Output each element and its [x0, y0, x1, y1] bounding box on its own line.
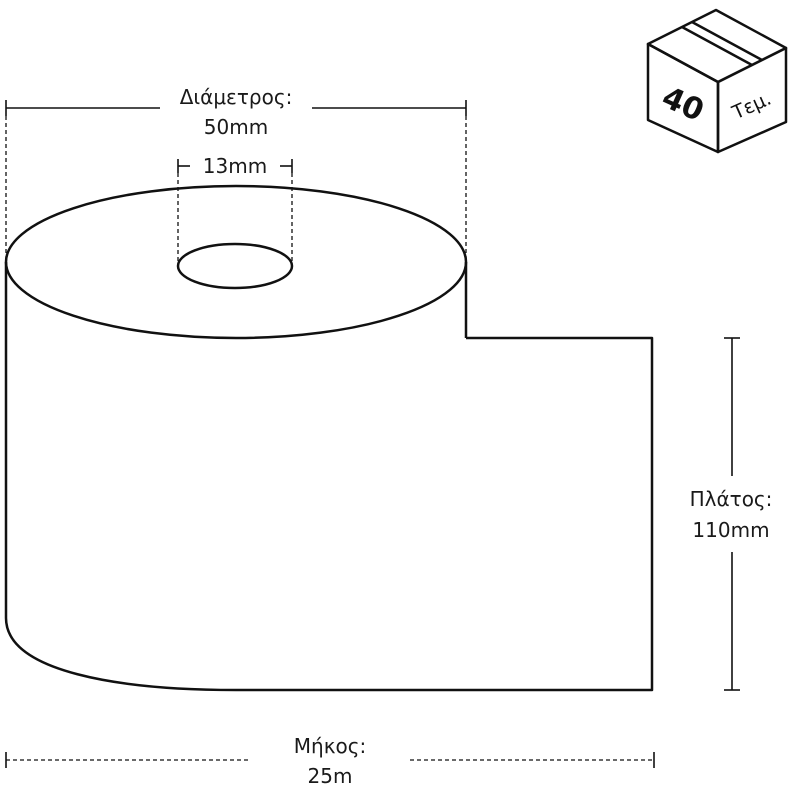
width-label: Πλάτος:	[690, 487, 773, 511]
label-roll	[4, 184, 654, 692]
box-right-face	[716, 46, 788, 154]
diameter-label: Διάμετρος:	[180, 85, 293, 109]
length-label: Μήκος:	[294, 734, 366, 758]
package-box-icon: 40 Τεμ.	[646, 8, 788, 154]
package-unit: Τεμ.	[728, 88, 774, 125]
roll-strip-outline	[4, 262, 654, 692]
width-value: 110mm	[692, 518, 769, 542]
diameter-dimension: Διάμετρος: 50mm	[5, 85, 467, 262]
core-dimension: 13mm	[177, 154, 293, 264]
box-tape-line	[681, 25, 753, 67]
package-count: 40	[657, 80, 709, 129]
roll-top-face	[4, 184, 468, 340]
length-value: 25m	[308, 764, 353, 788]
length-dimension: Μήκος: 25m	[5, 734, 655, 788]
width-dimension: Πλάτος: 110mm	[690, 337, 773, 691]
diameter-value: 50mm	[204, 115, 268, 139]
roll-core-hole	[176, 242, 294, 290]
core-value: 13mm	[203, 154, 267, 178]
box-tape-line	[691, 20, 763, 62]
